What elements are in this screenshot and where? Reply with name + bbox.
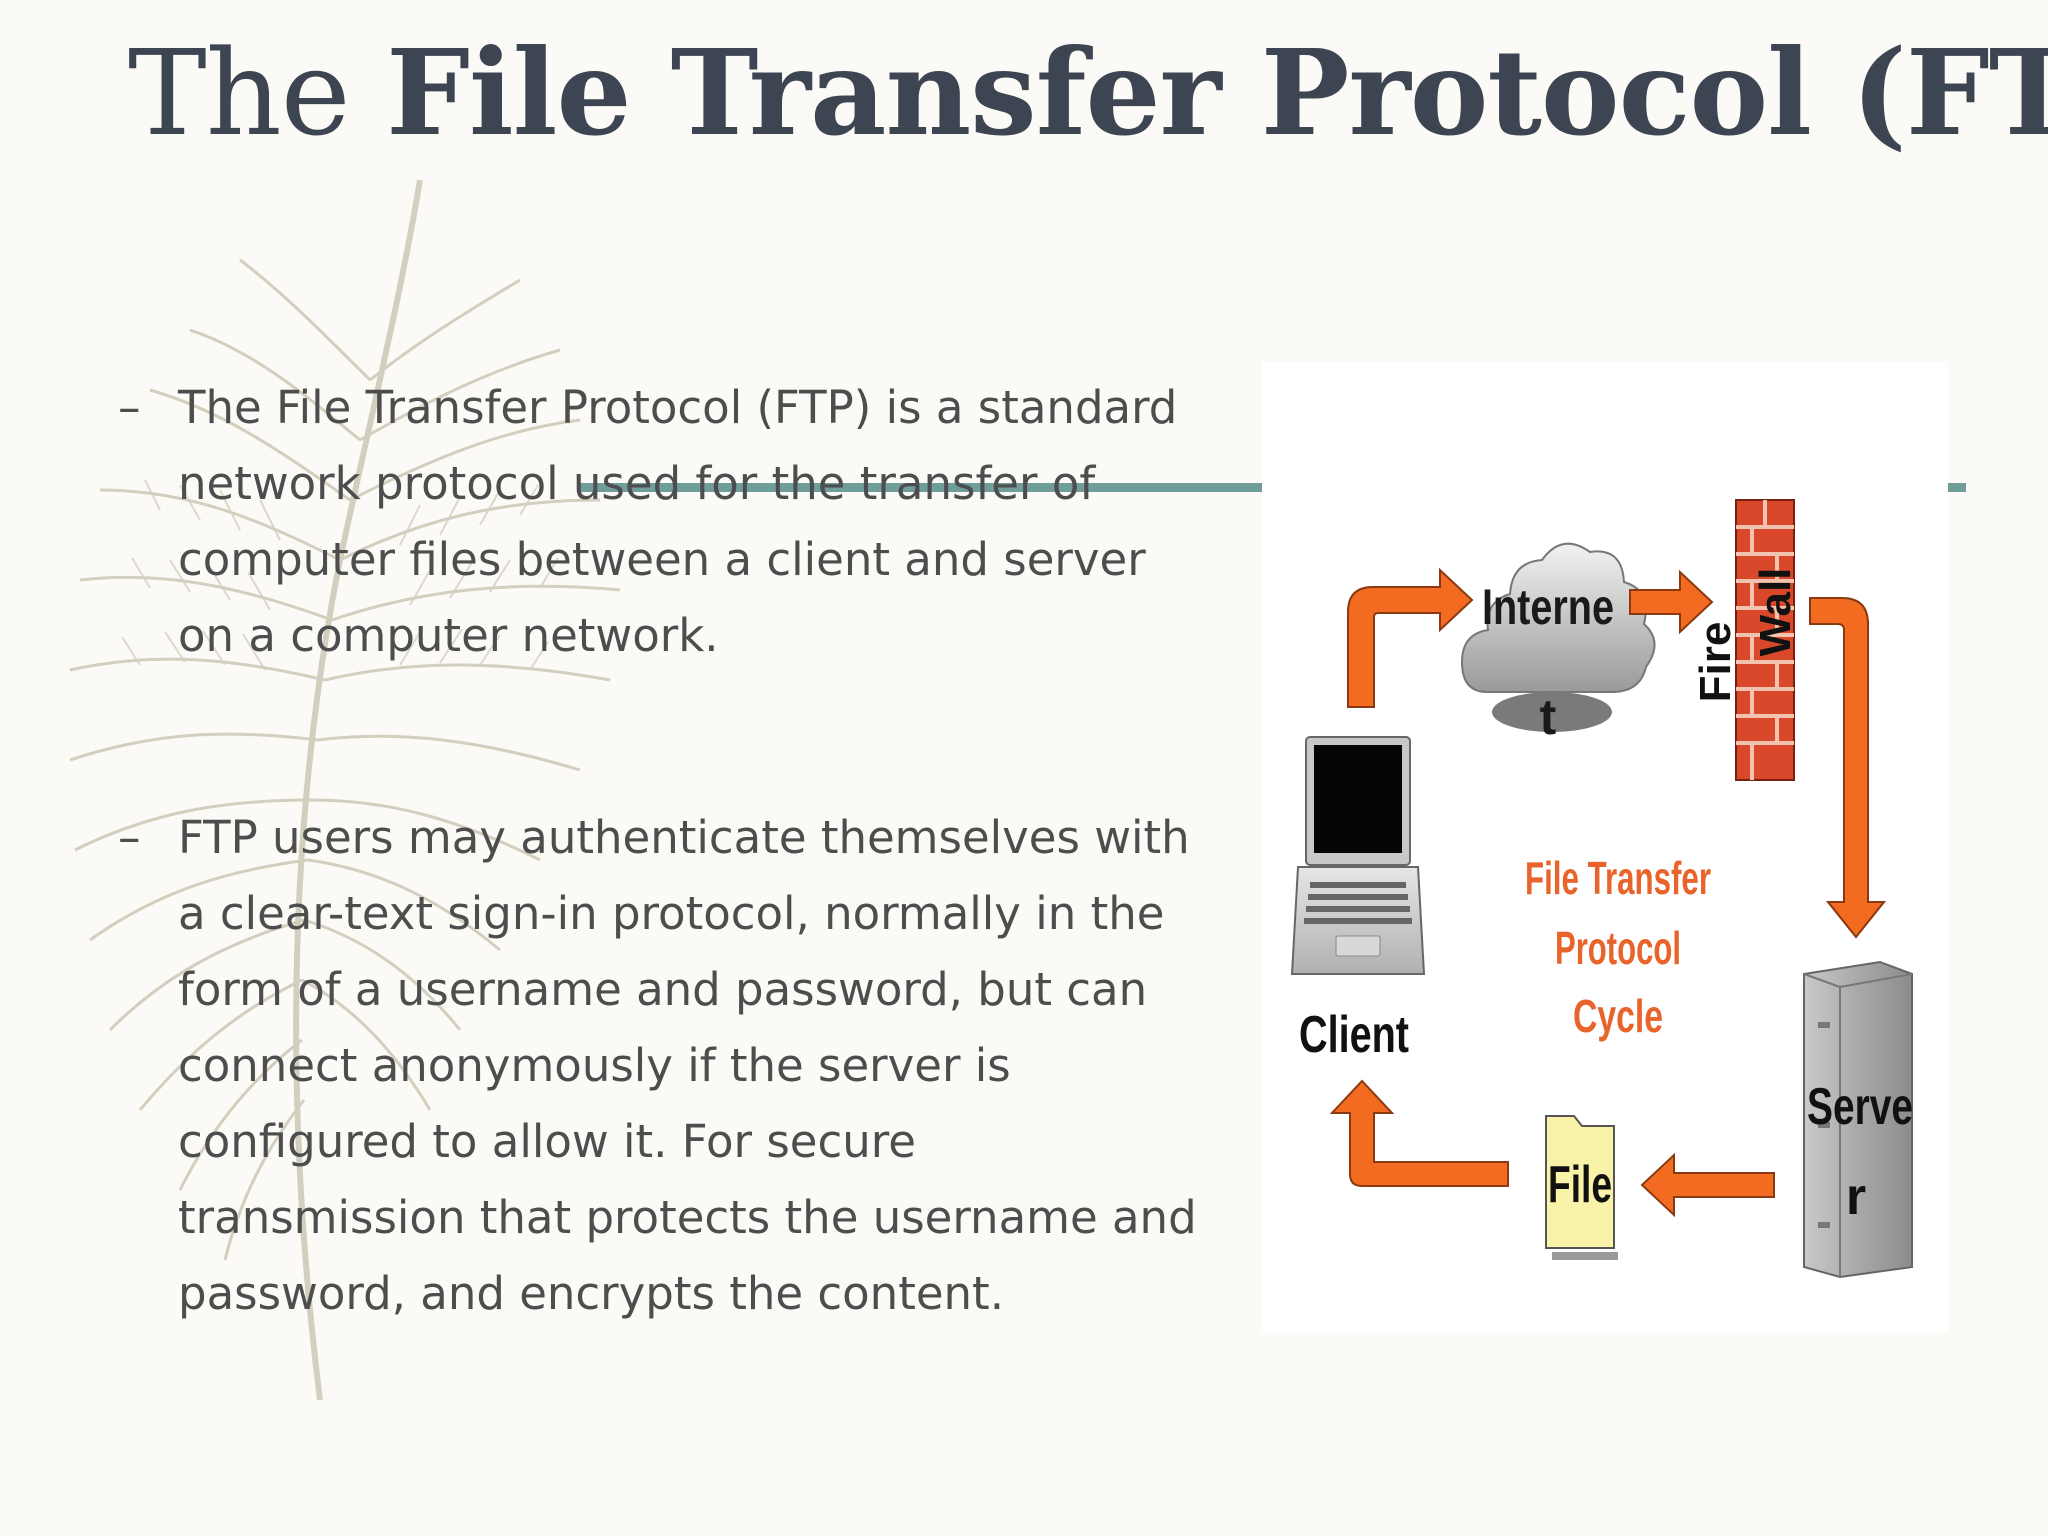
server-label-line2: r — [1846, 1168, 1866, 1226]
file-icon — [1545, 1115, 1618, 1260]
cycle-label-line1: File Transfer — [1525, 852, 1711, 904]
title-main: File Transfer Protocol (FTP) — [386, 23, 2048, 162]
arrow-firewall-to-server — [1809, 597, 1887, 939]
bullet-text: FTP users may authenticate themselves wi… — [178, 811, 1197, 1320]
firewall-label-line2: Wall — [1751, 568, 1800, 657]
file-label: File — [1548, 1156, 1612, 1214]
title-prefix: The — [128, 24, 351, 162]
arrow-internet-to-firewall — [1629, 569, 1714, 635]
cycle-label-line2: Protocol — [1555, 922, 1681, 974]
firewall-icon — [1735, 499, 1795, 781]
client-label: Client — [1299, 1006, 1409, 1064]
internet-label-line1: Interne — [1482, 579, 1614, 635]
bullet-item: – The File Transfer Protocol (FTP) is a … — [118, 370, 1198, 674]
fern-decoration — [69, 179, 621, 1401]
bullet-item: – FTP users may authenticate themselves … — [118, 800, 1198, 1332]
cycle-label-line3: Cycle — [1573, 990, 1663, 1042]
bullet-marker: – — [118, 381, 141, 434]
bullet-list: – The File Transfer Protocol (FTP) is a … — [118, 370, 1198, 1332]
arrow-client-to-internet — [1347, 567, 1474, 708]
firewall-label-line1: Fire — [1691, 622, 1740, 703]
internet-label-line2: t — [1540, 689, 1557, 745]
ftp-cycle-svg: Interne t — [1290, 499, 1913, 1279]
slide-title: The File Transfer Protocol (FTP) — [128, 28, 2048, 159]
server-label-line1: Serve — [1807, 1078, 1913, 1136]
laptop-icon — [1290, 736, 1426, 975]
ftp-cycle-diagram: Interne t — [1262, 362, 1948, 1332]
cloud-icon — [1460, 542, 1656, 732]
bullet-text: The File Transfer Protocol (FTP) is a st… — [178, 381, 1178, 662]
arrow-server-to-file — [1640, 1152, 1775, 1218]
arrow-file-to-client — [1329, 1079, 1509, 1187]
bullet-marker: – — [118, 811, 141, 864]
server-icon — [1803, 960, 1913, 1279]
